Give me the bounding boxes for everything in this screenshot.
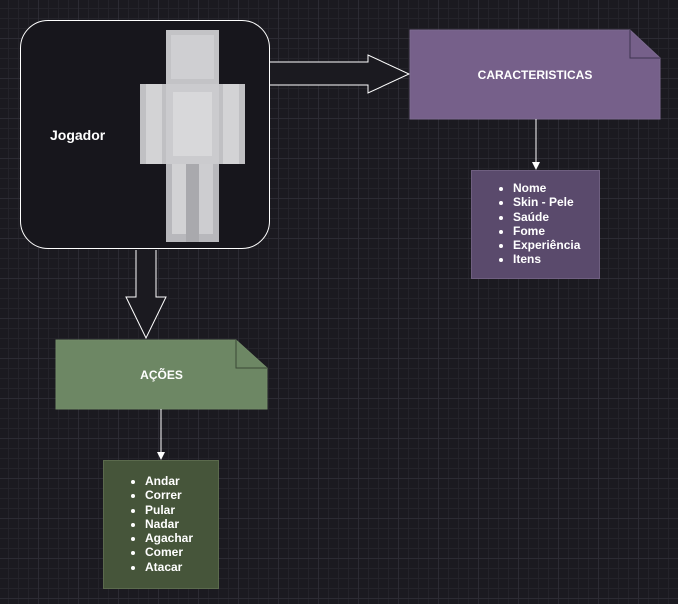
list-item: Skin - Pele (513, 195, 599, 209)
actions-title: AÇÕES (140, 367, 183, 382)
player-label: Jogador (50, 127, 106, 143)
list-item: Comer (145, 545, 218, 559)
characteristics-note-fold (629, 30, 660, 59)
player-skin-icon (140, 30, 245, 242)
list-item: Andar (145, 474, 218, 488)
list-item: Correr (145, 488, 218, 502)
list-item: Nadar (145, 517, 218, 531)
list-item: Itens (513, 252, 599, 266)
characteristics-node: CARACTERISTICAS (410, 30, 660, 119)
arrow-player-to-characteristics (270, 54, 411, 94)
list-item: Experiência (513, 238, 599, 252)
list-item: Agachar (145, 531, 218, 545)
list-item: Saúde (513, 210, 599, 224)
arrow-player-to-actions (125, 250, 167, 340)
actions-list: Andar Correr Pular Nadar Agachar Comer A… (103, 460, 219, 589)
list-item: Atacar (145, 560, 218, 574)
characteristics-list: Nome Skin - Pele Saúde Fome Experiência … (471, 170, 600, 279)
list-item: Pular (145, 503, 218, 517)
characteristics-title: CARACTERISTICAS (477, 67, 593, 82)
list-item: Fome (513, 224, 599, 238)
actions-node: AÇÕES (56, 340, 267, 409)
characteristics-note-shape (409, 29, 661, 120)
list-item: Nome (513, 181, 599, 195)
actions-note-shape (55, 339, 268, 410)
actions-note-fold (235, 340, 267, 369)
